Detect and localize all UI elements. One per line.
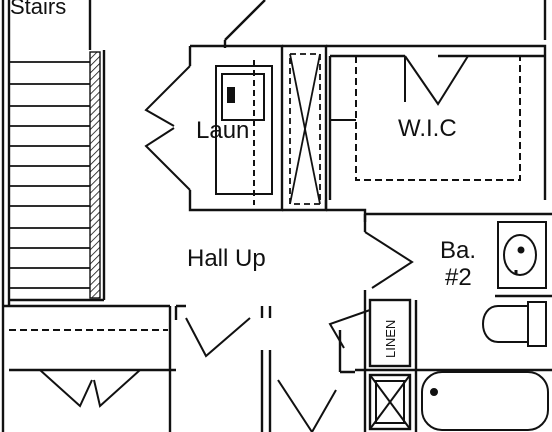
lower-right-wall <box>338 330 355 374</box>
bath-door <box>364 231 414 289</box>
stair-handrail <box>89 51 101 299</box>
laundry-door <box>144 65 191 191</box>
linen-door <box>328 309 371 349</box>
wic-inner-wall <box>328 54 545 200</box>
washer <box>215 65 273 195</box>
hall-door-right <box>277 379 337 432</box>
room-label-hall: Hall Up <box>187 245 266 272</box>
lower-wall <box>3 304 272 432</box>
vanity <box>497 221 547 289</box>
room-label-stairs: Stairs <box>10 0 66 19</box>
upper-wall <box>223 0 547 48</box>
bathtub <box>421 371 549 431</box>
lower-closet-doors <box>39 369 141 408</box>
closet-wall <box>282 44 328 212</box>
linen-closet <box>368 298 412 368</box>
room-label-bath-line1: Ba. <box>440 237 476 264</box>
room-label-wic: W.I.C <box>398 115 457 142</box>
room-label-bath-line2: #2 <box>445 264 472 291</box>
room-label-laundry: Laun <box>196 117 249 144</box>
hall-door-left <box>185 317 251 358</box>
sink <box>503 234 537 276</box>
bath-wall <box>355 212 552 432</box>
toilet-tank <box>527 301 547 347</box>
closet-box <box>289 53 321 205</box>
toilet <box>482 305 529 343</box>
shower <box>368 373 412 431</box>
dryer-panel <box>221 73 265 121</box>
wic-door <box>404 55 469 106</box>
wic-shelf <box>355 56 521 181</box>
stair-wall <box>9 0 106 302</box>
stair-treads <box>9 61 90 289</box>
exterior-wall-left <box>1 0 11 432</box>
room-label-linen: LINEN <box>383 320 398 358</box>
washer-knob <box>227 87 235 103</box>
